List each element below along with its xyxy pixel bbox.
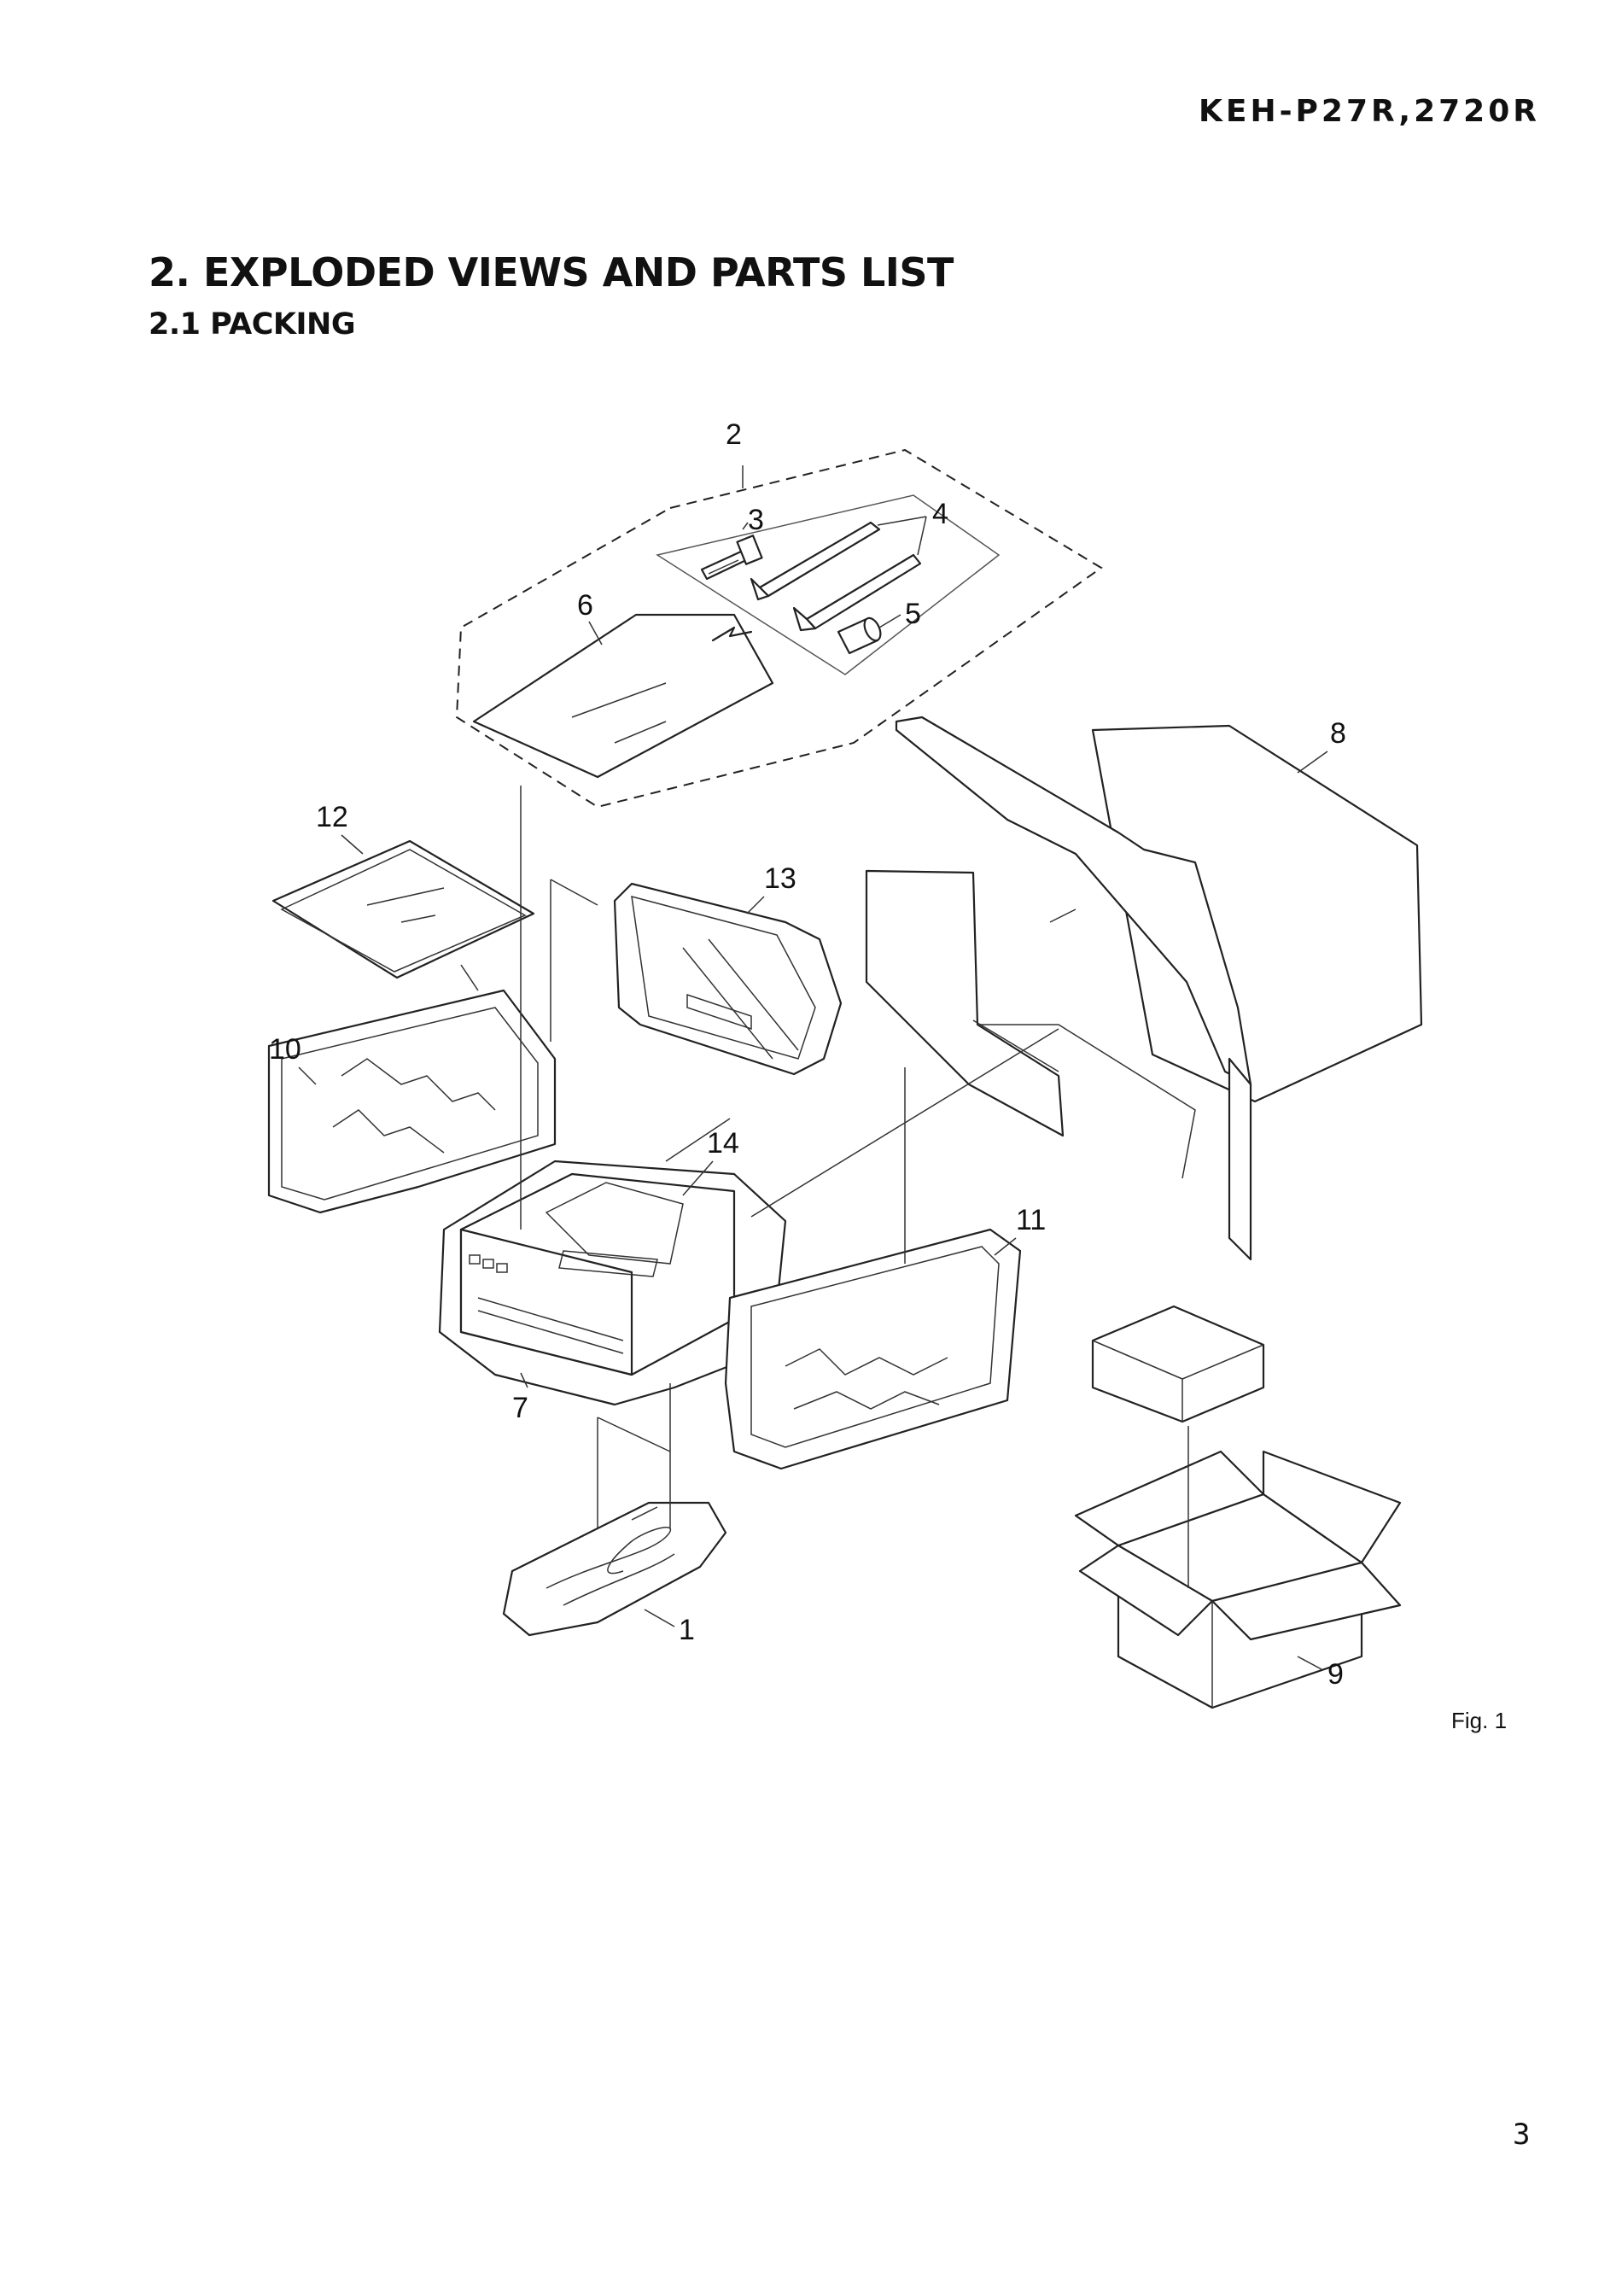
callout-2: 2: [726, 418, 742, 451]
callout-7: 7: [512, 1392, 528, 1424]
bolt-part: [837, 616, 882, 655]
callout-1: 1: [679, 1614, 695, 1646]
callout-12: 12: [316, 801, 348, 833]
page-number: 3: [1513, 2118, 1531, 2152]
callout-14: 14: [707, 1127, 739, 1160]
part-callouts: 1 2 3 4 5 6 7 8 9 10 11 12 13 14: [269, 418, 1346, 1691]
section-title: 2. EXPLODED VIEWS AND PARTS LIST: [149, 249, 954, 295]
model-number: KEH-P27R,2720R: [1198, 94, 1540, 129]
callout-3: 3: [748, 504, 764, 536]
callout-13: 13: [764, 862, 796, 895]
callout-6: 6: [577, 589, 593, 622]
right-protector-part: [724, 1228, 1022, 1470]
callout-4: 4: [932, 498, 948, 530]
polyethylene-bag-part: [472, 613, 774, 779]
outer-carton-part: [1074, 1305, 1402, 1709]
figure-caption: Fig. 1: [1451, 1708, 1508, 1733]
callout-8: 8: [1330, 717, 1346, 750]
accessory-bag-group: [455, 448, 1103, 809]
handle-bars-part: [750, 516, 927, 632]
case-part: [613, 882, 843, 1076]
assembly-lines: [460, 786, 1059, 1528]
cord-assy-part: [502, 1501, 727, 1637]
section-subtitle: 2.1 PACKING: [149, 307, 356, 342]
callout-9: 9: [1327, 1658, 1344, 1691]
carton-box-part: [865, 716, 1423, 1261]
callout-5: 5: [905, 598, 921, 630]
left-protector-part: [267, 989, 557, 1214]
screw-part: [700, 535, 763, 581]
callout-10: 10: [269, 1033, 301, 1066]
sheet-part: [271, 839, 535, 979]
front-panel-buttons: [469, 1254, 624, 1354]
head-unit-part: [438, 1160, 787, 1406]
callout-11: 11: [1016, 1204, 1046, 1236]
